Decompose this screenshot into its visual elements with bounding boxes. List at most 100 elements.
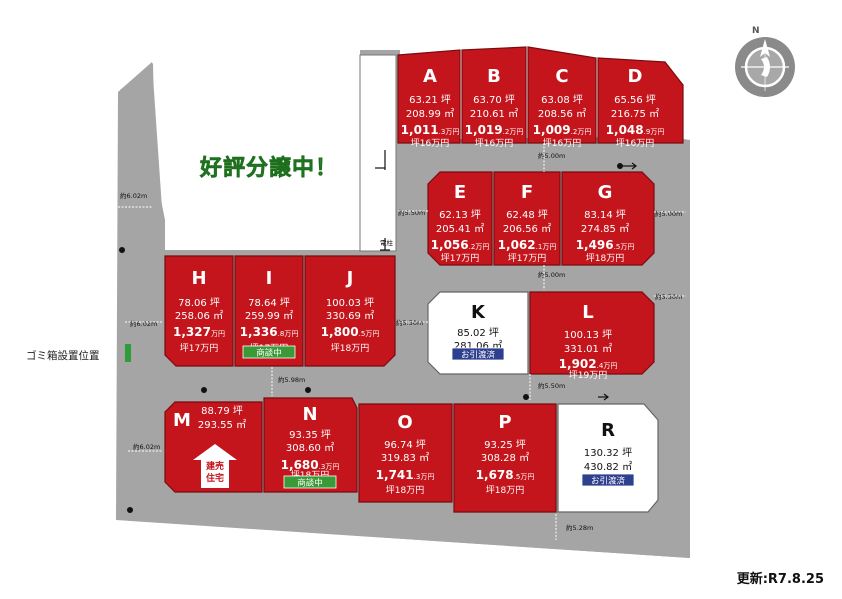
lot-tsubo: 100.03 坪	[326, 296, 374, 309]
lot-tsubo: 62.48 坪	[506, 208, 548, 221]
lot-sqm: 258.06 ㎡	[175, 310, 223, 322]
lot-tsubo: 96.74 坪	[384, 438, 426, 451]
lot-tsubo: 130.32 坪	[584, 446, 632, 459]
lot-unit-price: 坪18万円	[291, 470, 329, 481]
lot-sqm: 206.56 ㎡	[503, 223, 551, 235]
lot-note: 住宅	[206, 472, 224, 484]
lot-sqm: 208.99 ㎡	[406, 108, 454, 120]
lot-id: K	[471, 302, 486, 323]
lot-sqm: 274.85 ㎡	[581, 223, 629, 235]
road-width-label: 約5.00m	[538, 151, 565, 160]
lot-price: 1,327万円	[173, 325, 225, 339]
lot-price: 1,019.2万円	[465, 123, 524, 137]
lot-tsubo: 85.02 坪	[457, 326, 499, 339]
lot-shape[interactable]	[397, 49, 461, 144]
lot-id: D	[628, 66, 643, 87]
lot-shape[interactable]	[453, 403, 557, 513]
utility-pole-label: 電柱	[380, 238, 394, 247]
lot-shape[interactable]	[263, 397, 358, 493]
lot-id: L	[582, 302, 593, 323]
lot-shape[interactable]	[358, 403, 453, 503]
lot-price: 1,336.8万円	[240, 325, 299, 339]
status-badge-text: お引渡済	[591, 476, 626, 487]
lot-price: 1,680.3万円	[281, 458, 340, 472]
headline: 好評分譲中！	[200, 156, 339, 182]
lot-shape[interactable]	[461, 46, 527, 144]
lot-tsubo: 88.79 坪	[201, 404, 243, 417]
lot-sqm: 331.01 ㎡	[564, 343, 612, 355]
lot-id: O	[397, 412, 412, 433]
road-width-label: 約5.50m	[398, 208, 425, 217]
lot-shape[interactable]	[493, 171, 561, 266]
lot-id: E	[454, 182, 466, 203]
lot-sqm: 293.55 ㎡	[198, 419, 246, 431]
lot-tsubo: 63.70 坪	[473, 93, 515, 106]
lot-price: 1,048.9万円	[606, 123, 665, 137]
status-badge	[242, 345, 296, 359]
lot-price: 1,678.5万円	[476, 468, 535, 482]
road-width-label: 約5.00m	[538, 270, 565, 279]
lot-unit-price: 坪16万円	[411, 138, 449, 149]
lot-id: H	[191, 268, 206, 289]
lot-shape[interactable]	[597, 57, 684, 144]
status-badge	[283, 475, 337, 489]
lot-sqm: 259.99 ㎡	[245, 310, 293, 322]
lot-tsubo: 62.13 坪	[439, 208, 481, 221]
lot-shape[interactable]	[527, 46, 597, 144]
updated-date: 更新:R7.8.25	[736, 572, 824, 587]
lot-id: P	[498, 412, 511, 433]
garbage-bin-marker	[125, 344, 131, 362]
lot-unit-price: 坪18万円	[386, 485, 424, 496]
lot-unit-price: 坪17万円	[441, 253, 479, 264]
lot-price: 1,011.3万円	[401, 123, 460, 137]
lot-sqm: 308.28 ㎡	[481, 452, 529, 464]
lot-unit-price: 坪16万円	[543, 138, 581, 149]
lot-price: 1,741.3万円	[376, 468, 435, 482]
lot-id: R	[601, 420, 615, 441]
lot-tsubo: 93.35 坪	[289, 428, 331, 441]
lot-tsubo: 100.13 坪	[564, 328, 612, 341]
lot-note: 建売	[206, 460, 224, 472]
status-badge-text: お引渡済	[461, 350, 496, 361]
lot-shape[interactable]	[304, 255, 396, 367]
lot-id: A	[423, 66, 437, 87]
lot-tsubo: 83.14 坪	[584, 208, 626, 221]
lot-unit-price: 坪17万円	[508, 253, 546, 264]
lot-id: N	[302, 404, 317, 425]
lot-shape[interactable]	[164, 255, 234, 367]
lot-price: 1,062.1万円	[498, 238, 557, 252]
lot-shape[interactable]	[234, 255, 304, 367]
lot-price: 1,056.2万円	[431, 238, 490, 252]
lot-tsubo: 78.64 坪	[248, 296, 290, 309]
lot-sqm: 210.61 ㎡	[470, 108, 518, 120]
compass-icon	[735, 37, 795, 97]
lot-shape[interactable]	[561, 171, 655, 266]
lot-id: B	[487, 66, 501, 87]
lot-tsubo: 78.06 坪	[178, 296, 220, 309]
lot-id: J	[345, 268, 354, 289]
road-width-label: 約6.02m	[120, 191, 147, 200]
lot-shape[interactable]	[427, 171, 493, 266]
status-badge	[451, 347, 505, 361]
lot-id: F	[521, 182, 533, 203]
road-width-label: 約5.50m	[538, 381, 565, 390]
lot-unit-price: 坪18万円	[486, 485, 524, 496]
